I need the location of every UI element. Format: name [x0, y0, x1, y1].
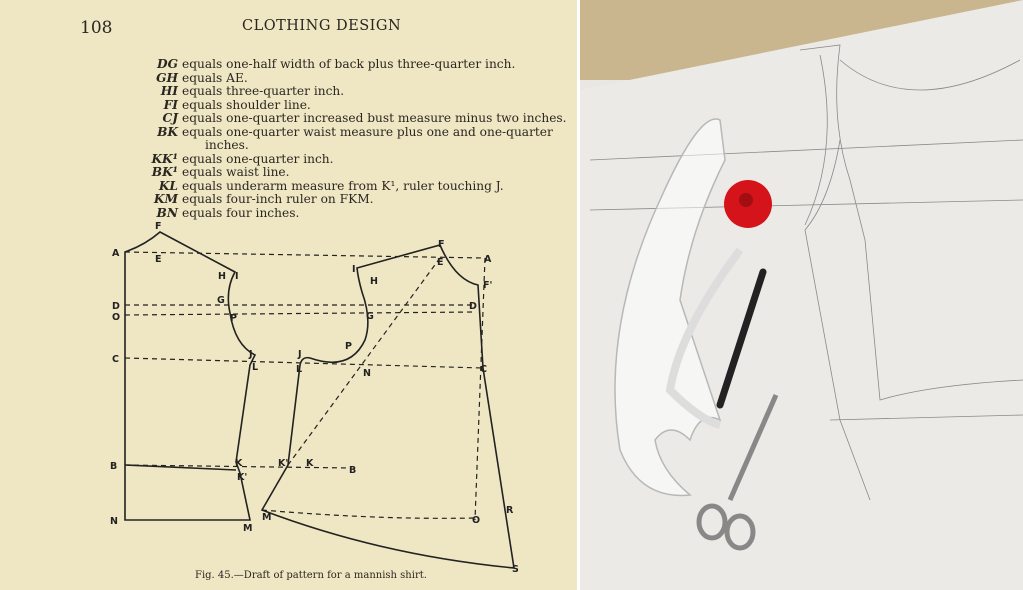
definition-text: equals one-quarter waist measure plus on…	[182, 124, 553, 139]
definition-key: HI	[160, 84, 178, 98]
definition-item: GH equals AE.	[148, 70, 567, 86]
definition-text: equals waist line.	[182, 165, 290, 179]
point-label-front: F'	[483, 280, 492, 291]
point-label-front: A	[484, 254, 492, 265]
point-label-back: K	[235, 458, 243, 469]
point-label-front: P	[345, 341, 352, 352]
point-label-front: S	[512, 564, 519, 575]
point-label-back: A	[112, 248, 120, 259]
point-label-front: J	[297, 349, 302, 360]
point-label-front: D	[469, 301, 477, 312]
definition-text: equals four-inch ruler on FKM.	[182, 192, 374, 206]
definition-text: equals one-half width of back plus three…	[182, 57, 516, 71]
definition-key: BK	[157, 124, 178, 139]
guide-line-b	[124, 464, 351, 469]
definition-key: CJ	[162, 111, 178, 125]
definition-key: BN	[156, 205, 178, 220]
page-number: 108	[80, 18, 113, 38]
point-label-front: K	[306, 458, 314, 469]
definition-item: BN equals four inches.	[148, 205, 567, 221]
point-label-back: B	[110, 461, 117, 472]
definition-key: KK¹	[151, 151, 178, 166]
point-label-front: B	[349, 465, 356, 476]
definition-item: KM equals four-inch ruler on FKM.	[148, 192, 567, 207]
definition-item: KL equals underarm measure from K¹, ruler…	[148, 178, 567, 194]
point-label-front: F	[438, 239, 445, 250]
mechanical-pencil	[716, 268, 767, 409]
point-label-front: R	[506, 505, 514, 516]
definition-key: BK¹	[151, 165, 178, 179]
definition-text: equals AE.	[182, 70, 248, 85]
point-label-back: K'	[237, 472, 247, 483]
photo-pattern-drafting-tools	[580, 0, 1023, 590]
point-label-front: M	[262, 512, 271, 523]
guide-line-c	[124, 357, 484, 369]
definition-key: KL	[158, 178, 178, 193]
definition-continuation: inches.	[205, 138, 249, 152]
point-label-back: M	[243, 523, 252, 534]
point-label-back: E	[155, 254, 162, 265]
definition-item: FI equals shoulder line.	[148, 97, 567, 113]
point-label-back: J	[248, 349, 253, 360]
definition-text: equals one-quarter inch.	[182, 151, 334, 166]
point-label-front: E	[437, 257, 444, 268]
point-label-front: C	[480, 364, 487, 375]
definition-item: DG equals one-half width of back plus thr…	[148, 57, 567, 72]
definition-key: DG	[157, 57, 178, 71]
definition-text: equals one-quarter increased bust measur…	[182, 111, 567, 125]
point-label-front: H	[370, 276, 378, 287]
point-label-back: C	[112, 354, 119, 365]
definition-text: equals shoulder line.	[182, 97, 311, 112]
guide-line-a	[124, 251, 486, 259]
definitions-list: DG equals one-half width of back plus thr…	[148, 57, 567, 221]
guide-line-front	[474, 257, 486, 521]
definition-item: CJ equals one-quarter increased bust meas…	[148, 111, 567, 126]
point-label-front: O	[472, 515, 480, 526]
definition-text: equals three-quarter inch.	[182, 84, 345, 98]
definition-item: BK equals one-quarter waist measure plus …	[148, 124, 567, 140]
point-label-back: F	[155, 221, 162, 232]
french-curve-ruler	[614, 118, 726, 497]
definition-item: KK¹ equals one-quarter inch.	[148, 151, 567, 167]
point-label-back: L	[252, 362, 258, 373]
point-label-front: I	[352, 264, 356, 275]
guide-line-diagonal	[287, 257, 441, 466]
flexible-curve-ruler	[665, 247, 744, 429]
definition-text: equals four inches.	[182, 205, 300, 220]
definition-key: KM	[153, 192, 178, 206]
definition-text: equals underarm measure from K¹, ruler t…	[182, 178, 504, 193]
definition-item: BK¹ equals waist line.	[148, 165, 567, 180]
point-label-back: I	[235, 271, 239, 282]
definition-key: FI	[163, 97, 178, 112]
point-label-back: G	[217, 295, 225, 306]
figure-caption: Fig. 45.—Draft of pattern for a mannish …	[195, 570, 427, 581]
point-label-back: H	[218, 271, 226, 282]
point-label-back: P	[230, 313, 237, 324]
point-label-back: D	[112, 301, 120, 312]
point-label-front: G	[366, 311, 374, 322]
point-label-front: K'	[278, 458, 288, 469]
definition-key: GH	[156, 70, 178, 85]
guide-line-o	[124, 311, 476, 316]
front-piece-outline	[260, 244, 515, 569]
guide-line-hem	[261, 509, 476, 519]
definition-item: HI equals three-quarter inch.	[148, 84, 567, 99]
point-label-front: N	[363, 368, 371, 379]
photo-illustration	[580, 0, 1023, 590]
point-label-back: N	[110, 516, 118, 527]
running-title: CLOTHING DESIGN	[242, 18, 402, 34]
point-label-front: L	[296, 364, 302, 375]
point-label-back: O	[112, 312, 120, 323]
scissors	[696, 393, 779, 551]
